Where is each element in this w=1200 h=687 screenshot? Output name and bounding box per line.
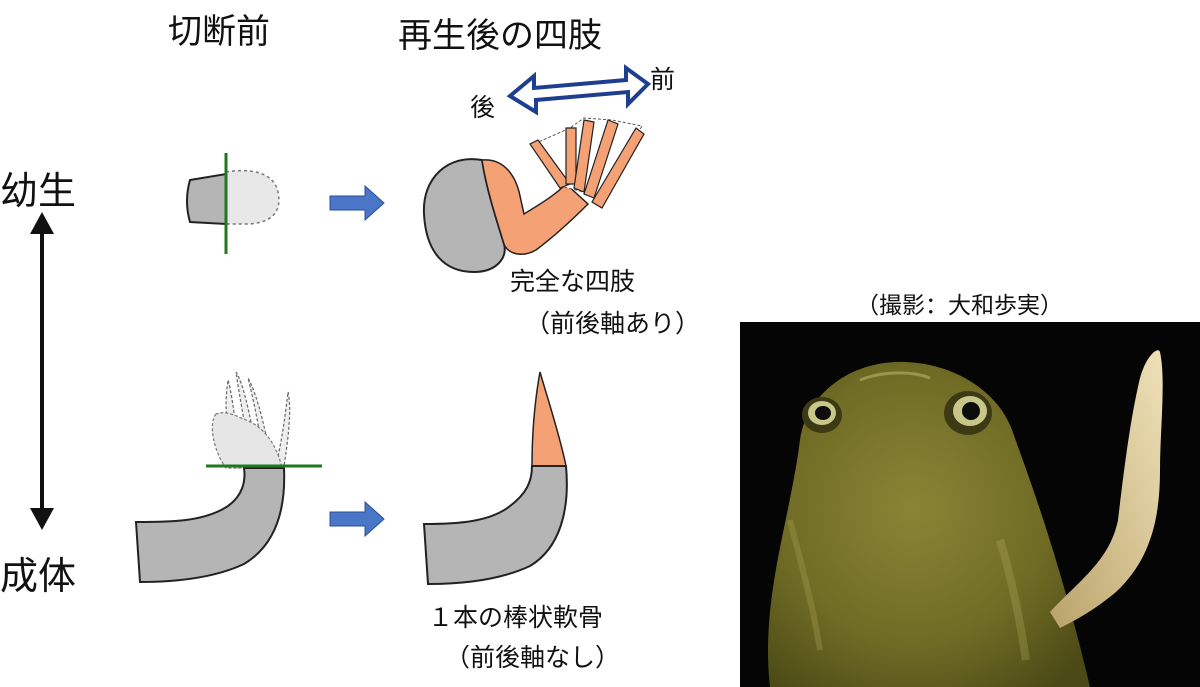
larva-regenerated-limb: [422, 117, 645, 274]
anterior-posterior-axis-arrow: [506, 64, 652, 116]
header-before-amputation: 切断前: [168, 12, 270, 52]
adult-regenerated-spike: [422, 371, 568, 586]
adult-process-arrow: [329, 500, 385, 538]
caption-with-ap-axis: （前後軸あり）: [525, 309, 701, 338]
photo-credit: （撮影：大和歩実）: [856, 293, 1063, 319]
larva-limb-bud-before-cut: [186, 153, 280, 254]
axis-label-posterior: 後: [470, 93, 496, 122]
larva-process-arrow: [329, 184, 385, 222]
caption-without-ap-axis: （前後軸なし）: [445, 643, 621, 672]
adult-limb-before-cut: [134, 371, 322, 584]
row-label-adult: 成体: [0, 554, 77, 598]
header-regenerated-limb: 再生後の四肢: [398, 16, 602, 56]
age-axis-double-arrow: [30, 212, 54, 530]
axis-label-anterior: 前: [650, 65, 676, 94]
row-label-larva: 幼生: [0, 169, 77, 213]
frog-photo: [740, 322, 1200, 687]
caption-single-rod-cartilage: １本の棒状軟骨: [428, 603, 604, 632]
caption-complete-limb: 完全な四肢: [510, 267, 636, 296]
